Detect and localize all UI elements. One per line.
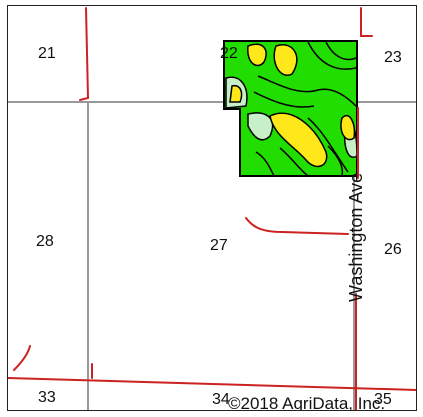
boundary-21-north (79, 7, 90, 101)
boundary-23 (360, 7, 373, 37)
section-label-27: 27 (210, 237, 228, 254)
field-parcel[interactable] (223, 40, 358, 177)
section-label-35: 35 (374, 391, 392, 408)
soil-zone-pale (247, 112, 274, 141)
field-outline (223, 40, 358, 177)
section-label-21: 21 (38, 45, 56, 62)
road-label-washington-ave: Washington Ave (346, 172, 366, 302)
boundary-27-26 (245, 217, 349, 235)
soil-contours (253, 41, 357, 177)
boundary-southwest-arc (13, 345, 31, 371)
boundary-lines (8, 7, 416, 410)
section-label-22: 22 (220, 45, 238, 62)
boundary-south (8, 377, 416, 391)
map-canvas[interactable]: 21 22 23 28 27 26 33 34 35 Washington Av… (7, 5, 417, 411)
section-label-26: 26 (384, 241, 402, 258)
section-label-33: 33 (38, 389, 56, 406)
map-copyright: ©2018 AgriData, Inc. (228, 394, 386, 411)
section-label-23: 23 (384, 49, 402, 66)
map-drawing (8, 7, 416, 410)
soil-zone-yellow (273, 43, 298, 76)
soil-zone-yellow (247, 43, 267, 67)
section-label-28: 28 (36, 233, 54, 250)
soil-zone-yellow (269, 112, 328, 168)
soil-zone-yellow (229, 84, 243, 103)
section-label-34: 34 (212, 391, 230, 408)
soil-zone-yellow (340, 115, 356, 141)
